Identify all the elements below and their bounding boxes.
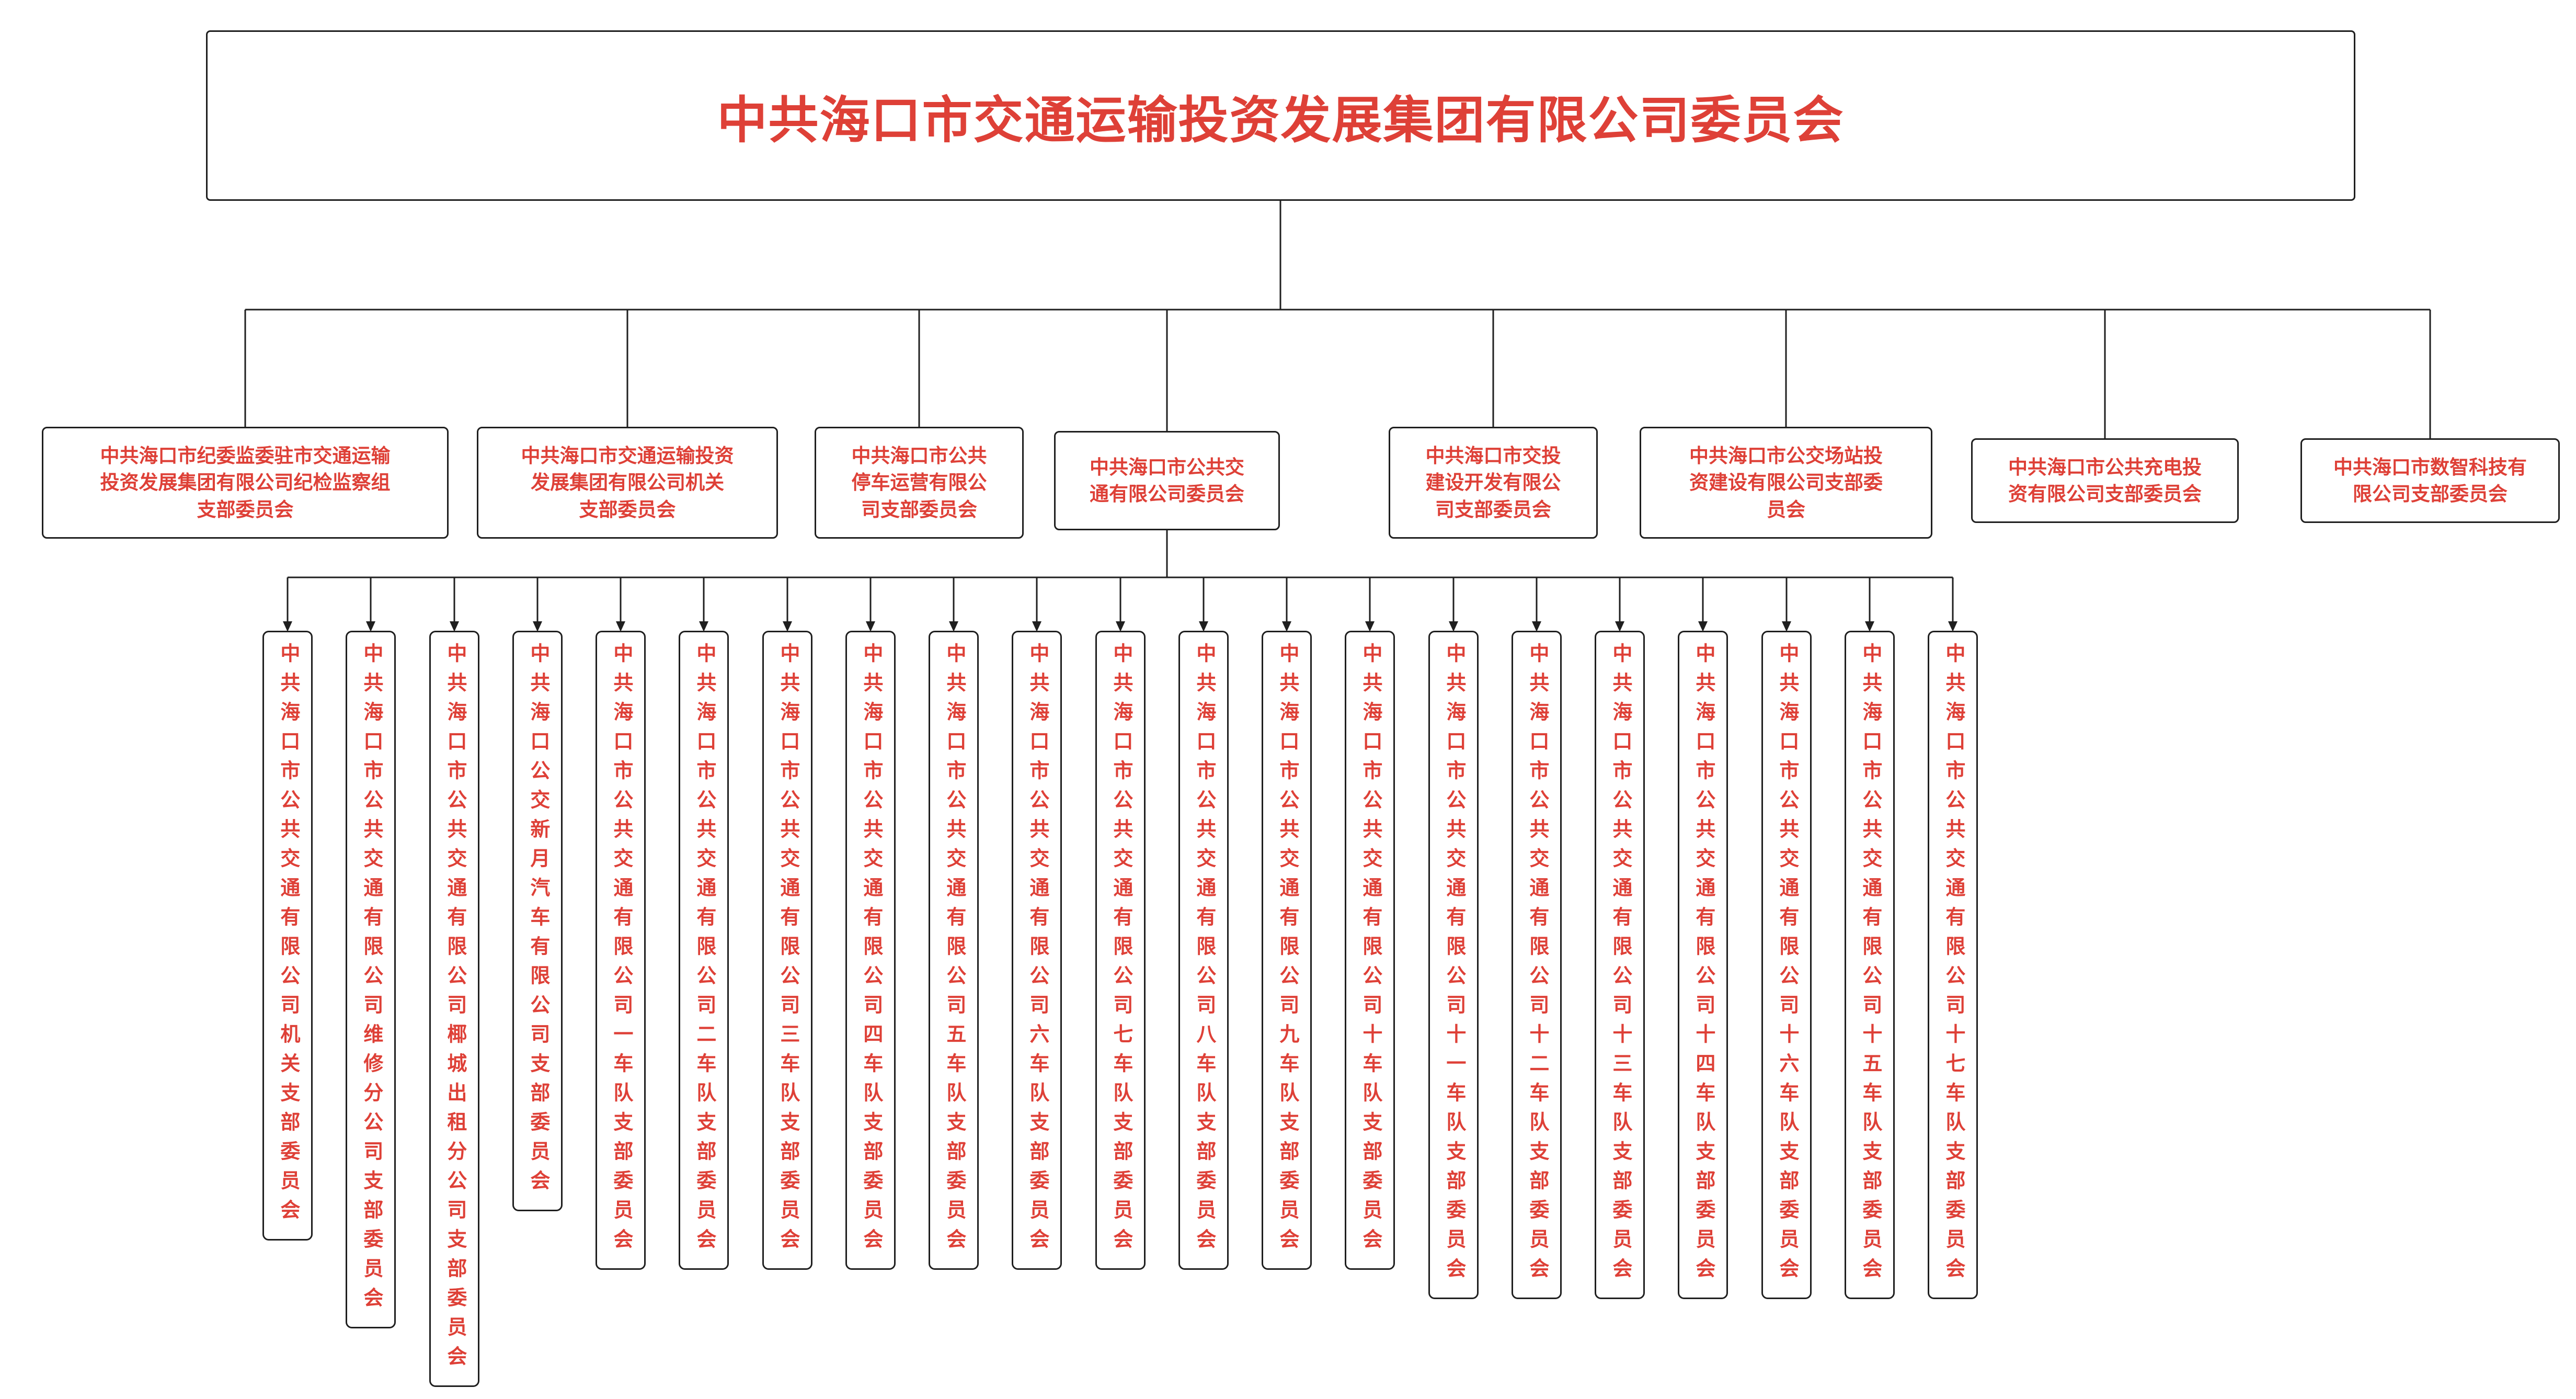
org-node-branch-fleet-17: 中共海口市公共交通有限公司十七车队支部委员会	[1928, 631, 1978, 1299]
org-node-branch-fleet-14: 中共海口市公共交通有限公司十四车队支部委员会	[1678, 631, 1728, 1299]
arrow-down-icon	[699, 621, 708, 632]
org-node-branch-fleet-11: 中共海口市公共交通有限公司十一车队支部委员会	[1428, 631, 1479, 1299]
org-node-group-office: 中共海口市交通运输投资 发展集团有限公司机关 支部委员会	[477, 427, 778, 539]
org-node-branch-fleet-4: 中共海口市公共交通有限公司四车队支部委员会	[845, 631, 896, 1270]
org-node-public-parking: 中共海口市公共 停车运营有限公 司支部委员会	[815, 427, 1024, 539]
arrowheads	[283, 621, 1957, 632]
org-node-branch-yecheng-taxi: 中共海口市公共交通有限公司椰城出租分公司支部委员会	[429, 631, 479, 1387]
org-node-branch-fleet-5: 中共海口市公共交通有限公司五车队支部委员会	[929, 631, 979, 1270]
org-node-branch-office: 中共海口市公共交通有限公司机关支部委员会	[262, 631, 313, 1241]
arrow-down-icon	[366, 621, 375, 632]
arrow-down-icon	[949, 621, 958, 632]
connector-path	[244, 201, 2431, 622]
org-node-branch-fleet-1: 中共海口市公共交通有限公司一车队支部委员会	[596, 631, 646, 1270]
org-node-root: 中共海口市交通运输投资发展集团有限公司委员会	[206, 30, 2355, 201]
org-node-public-charging: 中共海口市公共充电投 资有限公司支部委员会	[1971, 438, 2239, 523]
org-node-branch-fleet-13: 中共海口市公共交通有限公司十三车队支部委员会	[1595, 631, 1645, 1299]
org-node-branch-fleet-2: 中共海口市公共交通有限公司二车队支部委员会	[679, 631, 729, 1270]
org-node-branch-xinyue-auto: 中共海口公交新月汽车有限公司支部委员会	[512, 631, 563, 1211]
arrow-down-icon	[1116, 621, 1125, 632]
org-node-digital-technology: 中共海口市数智科技有 限公司支部委员会	[2300, 438, 2560, 523]
org-node-construction-development: 中共海口市交投 建设开发有限公 司支部委员会	[1389, 427, 1598, 539]
arrow-down-icon	[283, 621, 292, 632]
org-node-branch-fleet-9: 中共海口市公共交通有限公司九车队支部委员会	[1262, 631, 1312, 1270]
arrow-down-icon	[1449, 621, 1458, 632]
arrow-down-icon	[1698, 621, 1708, 632]
arrow-down-icon	[783, 621, 792, 632]
arrow-down-icon	[1782, 621, 1791, 632]
arrow-down-icon	[1532, 621, 1541, 632]
arrow-down-icon	[866, 621, 875, 632]
org-node-discipline-inspection: 中共海口市纪委监委驻市交通运输 投资发展集团有限公司纪检监察组 支部委员会	[42, 427, 449, 539]
arrow-down-icon	[533, 621, 542, 632]
arrow-down-icon	[1282, 621, 1291, 632]
arrow-down-icon	[1365, 621, 1375, 632]
arrow-down-icon	[1865, 621, 1874, 632]
org-node-branch-fleet-8: 中共海口市公共交通有限公司八车队支部委员会	[1178, 631, 1229, 1270]
arrow-down-icon	[1948, 621, 1957, 632]
org-node-branch-fleet-3: 中共海口市公共交通有限公司三车队支部委员会	[762, 631, 812, 1270]
org-node-branch-fleet-16: 中共海口市公共交通有限公司十六车队支部委员会	[1761, 631, 1812, 1299]
org-node-branch-fleet-7: 中共海口市公共交通有限公司七车队支部委员会	[1095, 631, 1146, 1270]
org-node-branch-fleet-6: 中共海口市公共交通有限公司六车队支部委员会	[1012, 631, 1062, 1270]
arrow-down-icon	[1032, 621, 1041, 632]
org-node-branch-maintenance: 中共海口市公共交通有限公司维修分公司支部委员会	[346, 631, 396, 1328]
org-node-bus-station-investment: 中共海口市公交场站投 资建设有限公司支部委 员会	[1640, 427, 1932, 539]
arrow-down-icon	[450, 621, 459, 632]
arrow-down-icon	[616, 621, 625, 632]
arrow-down-icon	[1199, 621, 1208, 632]
org-node-public-transport-committee: 中共海口市公共交 通有限公司委员会	[1054, 431, 1280, 530]
org-node-branch-fleet-10: 中共海口市公共交通有限公司十车队支部委员会	[1345, 631, 1395, 1270]
org-node-branch-fleet-12: 中共海口市公共交通有限公司十二车队支部委员会	[1512, 631, 1562, 1299]
org-node-branch-fleet-15: 中共海口市公共交通有限公司十五车队支部委员会	[1845, 631, 1895, 1299]
arrow-down-icon	[1615, 621, 1624, 632]
